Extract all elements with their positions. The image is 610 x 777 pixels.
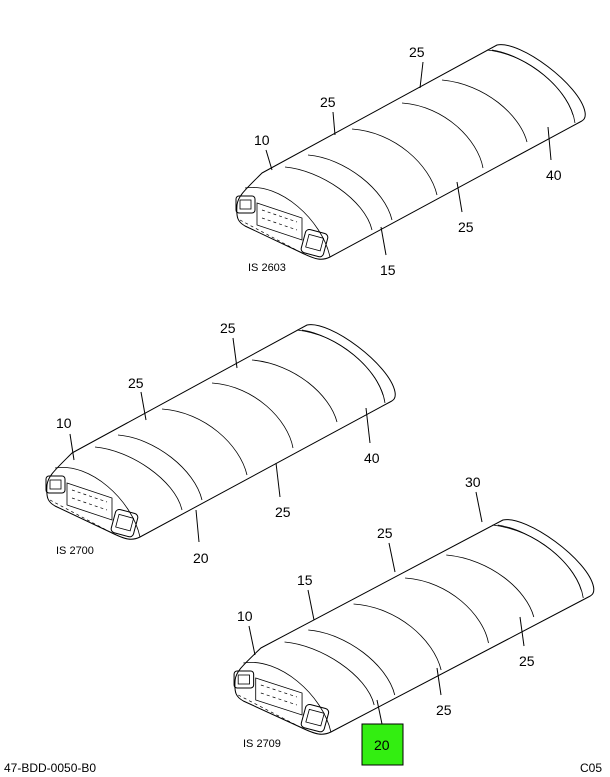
view-label: IS 2603 xyxy=(248,262,286,274)
callout: 40 xyxy=(546,167,562,183)
sheet-code: C05 xyxy=(580,761,602,775)
callout: 25 xyxy=(320,94,336,110)
view-label: IS 2700 xyxy=(56,545,94,557)
callout: 15 xyxy=(380,262,396,278)
callout: 25 xyxy=(220,320,236,336)
roof-panel-drawing xyxy=(235,44,586,260)
callout: 25 xyxy=(128,375,144,391)
callout: 25 xyxy=(409,44,425,60)
view-label: IS 2709 xyxy=(243,738,281,750)
view-is-2603: 25 25 10 40 25 15 IS 2603 xyxy=(235,44,586,278)
callout: 40 xyxy=(364,450,380,466)
callout: 25 xyxy=(458,219,474,235)
highlighted-callout[interactable]: 20 xyxy=(374,737,390,753)
highlighted-callout-box[interactable] xyxy=(361,723,404,766)
callout: 25 xyxy=(519,653,535,669)
callout: 25 xyxy=(275,504,291,520)
callout: 25 xyxy=(377,525,393,541)
callout: 25 xyxy=(436,702,452,718)
callout: 20 xyxy=(193,550,209,566)
callout: 15 xyxy=(297,572,313,588)
callout: 30 xyxy=(465,474,481,490)
callout: 10 xyxy=(56,415,72,431)
callout: 10 xyxy=(254,132,270,148)
drawing-number: 47-BDD-0050-B0 xyxy=(4,761,96,775)
view-is-2700: 25 25 10 40 25 20 IS 2700 xyxy=(45,320,396,566)
callout: 10 xyxy=(237,608,253,624)
view-is-2709: 30 25 15 10 25 25 20 IS 2709 xyxy=(233,474,595,766)
roof-panel-drawing xyxy=(45,324,396,540)
roof-panel-drawing xyxy=(233,519,595,735)
